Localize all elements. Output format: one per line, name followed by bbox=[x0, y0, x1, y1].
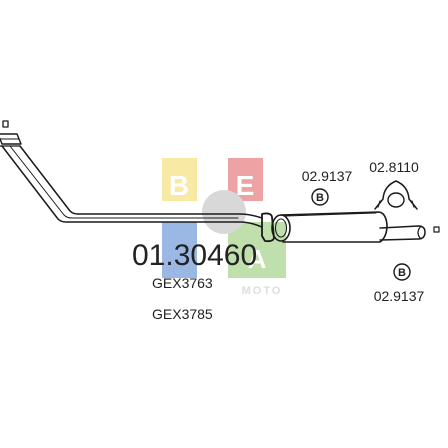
watermark-letter-e: E bbox=[236, 170, 255, 201]
clamp-icon-top: B bbox=[311, 188, 329, 206]
part-number: 01.30460 bbox=[132, 239, 257, 272]
watermark-grey-circle bbox=[202, 190, 246, 234]
front-pipe-assembly bbox=[0, 120, 440, 243]
clamp-bottom-code: 02.9137 bbox=[374, 288, 425, 304]
downpipe-tube bbox=[1, 145, 263, 228]
silencer-body bbox=[280, 211, 388, 243]
clamp-top-code: 02.9137 bbox=[302, 168, 353, 184]
rubber-hanger bbox=[374, 180, 418, 210]
watermark-letter-b: B bbox=[169, 170, 189, 201]
watermark-letter-a: A bbox=[248, 244, 267, 274]
hanger-code: 02.8110 bbox=[369, 159, 419, 175]
tailpipe bbox=[379, 225, 440, 241]
watermark-word-moto: MOTO bbox=[242, 285, 283, 297]
reference-code-2: GEX3785 bbox=[152, 306, 213, 322]
clamp-icon-bottom: B bbox=[393, 263, 411, 281]
inlet-flange bbox=[0, 120, 22, 147]
watermark-tile-blue bbox=[162, 222, 197, 278]
clamp-bottom-badge: B bbox=[398, 267, 406, 279]
reference-code-1: GEX3763 bbox=[152, 275, 213, 291]
clamp-top-badge: B bbox=[316, 192, 324, 204]
watermark-tile-yellow bbox=[162, 158, 197, 201]
